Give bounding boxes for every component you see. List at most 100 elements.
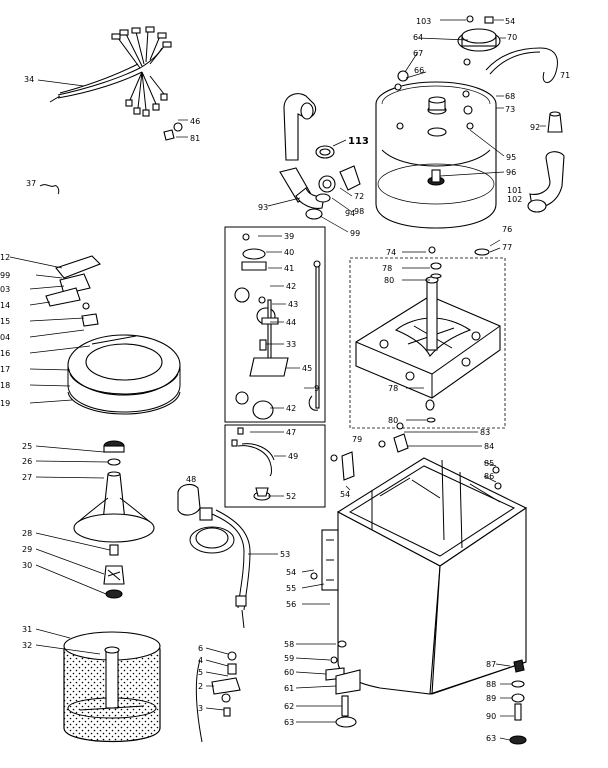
callout-64: 64 bbox=[413, 33, 423, 42]
callout-48: 48 bbox=[186, 475, 196, 484]
callout-2: 2 bbox=[198, 682, 203, 691]
cabinet bbox=[310, 422, 528, 695]
leg-assembly-left bbox=[325, 640, 361, 728]
callout-103: 103 bbox=[416, 17, 431, 26]
callout-12: 12 bbox=[0, 253, 10, 262]
callout-42: 42 bbox=[286, 282, 296, 291]
hose-kit-parts bbox=[231, 427, 275, 501]
leg-assembly-right bbox=[509, 659, 527, 745]
hose-kit-box bbox=[224, 424, 326, 508]
inner-basket bbox=[63, 631, 161, 743]
callout-4: 4 bbox=[198, 656, 203, 665]
callout-71: 71 bbox=[560, 71, 570, 80]
callout-31: 31 bbox=[22, 625, 32, 634]
callout-17: 17 bbox=[0, 365, 10, 374]
small-hardware bbox=[195, 651, 241, 743]
callout-63-right: 63 bbox=[486, 734, 496, 743]
callout-54: 54 bbox=[505, 17, 515, 26]
callout-98: 98 bbox=[354, 207, 364, 216]
callout-46: 46 bbox=[190, 117, 200, 126]
balance-ring-assembly bbox=[45, 255, 181, 415]
callout-85: 85 bbox=[484, 459, 494, 468]
callout-5: 5 bbox=[198, 668, 203, 677]
callout-78-lower: 78 bbox=[388, 384, 398, 393]
callout-53: 53 bbox=[280, 550, 290, 559]
callout-33: 33 bbox=[286, 340, 296, 349]
callout-96: 96 bbox=[506, 168, 516, 177]
callout-99: 99 bbox=[350, 229, 360, 238]
callout-80: 80 bbox=[384, 276, 394, 285]
callout-41: 41 bbox=[284, 264, 294, 273]
callout-56: 56 bbox=[286, 600, 296, 609]
callout-34: 34 bbox=[24, 75, 34, 84]
callout-89: 89 bbox=[486, 694, 496, 703]
callout-27: 27 bbox=[22, 473, 32, 482]
callout-87: 87 bbox=[486, 660, 496, 669]
callout-66: 66 bbox=[414, 66, 424, 75]
base-plate-box bbox=[349, 257, 506, 429]
outer-tub-top bbox=[375, 15, 558, 229]
drain-hose-right bbox=[527, 111, 565, 213]
callout-59: 59 bbox=[284, 654, 294, 663]
callout-99-left: 99 bbox=[0, 271, 10, 280]
callout-113: 113 bbox=[348, 136, 369, 147]
base-plate bbox=[355, 246, 501, 423]
callout-04: 04 bbox=[0, 333, 10, 342]
callout-25: 25 bbox=[22, 442, 32, 451]
callout-18: 18 bbox=[0, 381, 10, 390]
callout-19: 19 bbox=[0, 399, 10, 408]
callout-61: 61 bbox=[284, 684, 294, 693]
callout-78: 78 bbox=[382, 264, 392, 273]
callout-29: 29 bbox=[22, 545, 32, 554]
callout-6: 6 bbox=[198, 644, 203, 653]
callout-77: 77 bbox=[502, 243, 512, 252]
callout-16: 16 bbox=[0, 349, 10, 358]
callout-14: 14 bbox=[0, 301, 10, 310]
pump-hose bbox=[177, 483, 251, 629]
callout-03: 03 bbox=[0, 285, 10, 294]
callout-94: 94 bbox=[345, 209, 355, 218]
hose-assembly bbox=[279, 93, 361, 220]
callout-28: 28 bbox=[22, 529, 32, 538]
callout-95: 95 bbox=[506, 153, 516, 162]
wire-harness bbox=[49, 26, 183, 141]
callout-40: 40 bbox=[284, 248, 294, 257]
callout-63: 63 bbox=[284, 718, 294, 727]
callout-47: 47 bbox=[286, 428, 296, 437]
spring-small bbox=[39, 184, 60, 195]
callout-88: 88 bbox=[486, 680, 496, 689]
callout-labels: 103 54 70 64 67 71 66 68 73 92 34 46 81 … bbox=[0, 17, 570, 743]
callout-62: 62 bbox=[284, 702, 294, 711]
callout-72: 72 bbox=[354, 192, 364, 201]
callout-90: 90 bbox=[486, 712, 496, 721]
callout-15: 15 bbox=[0, 317, 10, 326]
callout-52: 52 bbox=[286, 492, 296, 501]
callout-42-lower: 42 bbox=[286, 404, 296, 413]
callout-3: 3 bbox=[198, 704, 203, 713]
callout-102: 102 bbox=[507, 195, 522, 204]
callout-37: 37 bbox=[26, 179, 36, 188]
callout-84: 84 bbox=[484, 442, 494, 451]
callout-43: 43 bbox=[288, 300, 298, 309]
callout-44: 44 bbox=[286, 318, 296, 327]
callout-76: 76 bbox=[502, 225, 512, 234]
callout-58: 58 bbox=[284, 640, 294, 649]
callout-30: 30 bbox=[22, 561, 32, 570]
bracket-kit-parts bbox=[234, 233, 321, 420]
callout-68: 68 bbox=[505, 92, 515, 101]
callout-83: 83 bbox=[480, 428, 490, 437]
callout-70: 70 bbox=[507, 33, 517, 42]
callout-86: 86 bbox=[484, 472, 494, 481]
callout-45: 45 bbox=[302, 364, 312, 373]
callout-60: 60 bbox=[284, 668, 294, 677]
agitator-assembly bbox=[73, 440, 155, 599]
callout-73: 73 bbox=[505, 105, 515, 114]
bracket-kit-box bbox=[224, 226, 326, 423]
callout-49: 49 bbox=[288, 452, 298, 461]
callout-74: 74 bbox=[386, 248, 396, 257]
callout-9: 9 bbox=[314, 384, 319, 393]
callout-54-pump: 54 bbox=[286, 568, 296, 577]
callout-92: 92 bbox=[530, 123, 540, 132]
callout-101: 101 bbox=[507, 186, 522, 195]
